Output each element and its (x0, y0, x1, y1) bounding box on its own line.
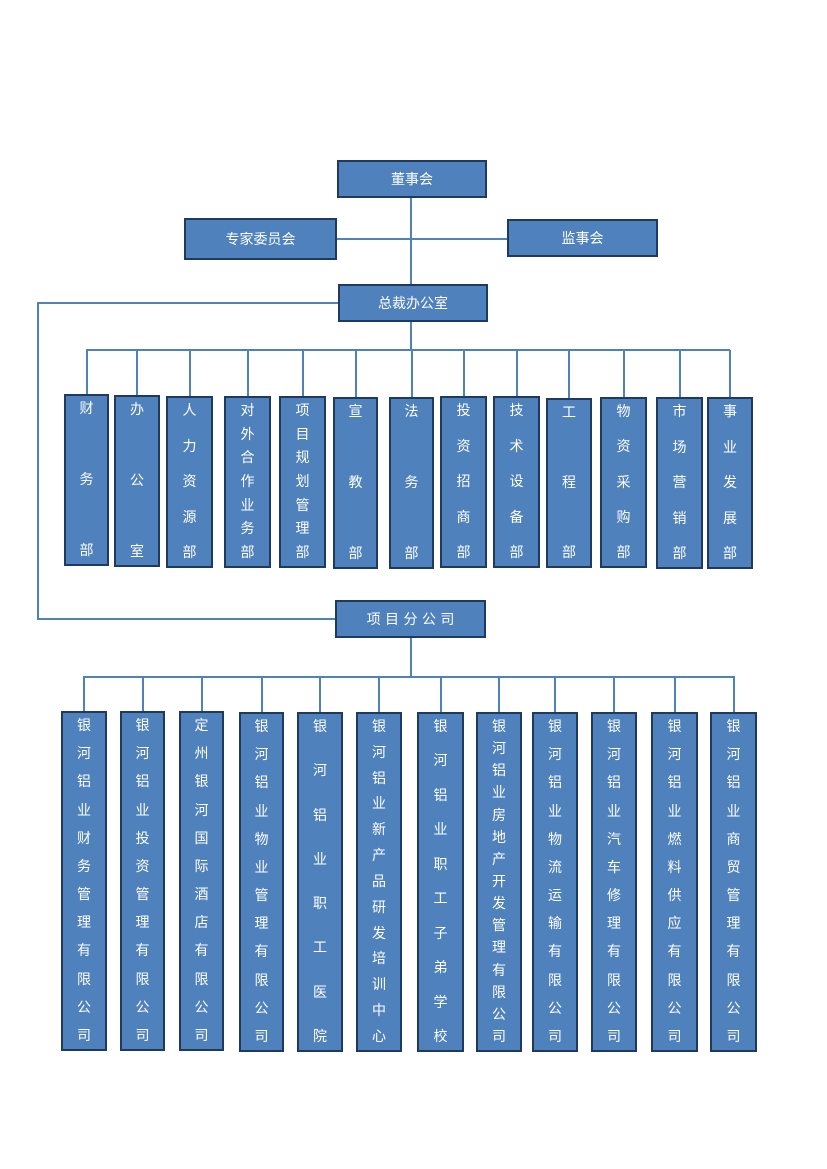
company-box-7: 银河铝业房地产开发管理有限公司 (476, 712, 522, 1052)
company-box-9: 银河铝业汽车修理有限公司 (591, 712, 637, 1052)
department-label: 事业发展部 (723, 404, 737, 562)
connector-office-down (410, 320, 412, 350)
company-label: 银河铝业投资管理有限公司 (135, 718, 150, 1044)
department-connector-12 (729, 350, 731, 399)
department-label: 项目规划管理部 (295, 403, 310, 561)
company-box-11: 银河铝业商贸管理有限公司 (710, 712, 757, 1052)
company-box-4: 银河铝业职工医院 (297, 712, 343, 1052)
company-connector-6 (440, 677, 442, 714)
department-connector-2 (189, 350, 191, 398)
company-label: 银河铝业燃料供应有限公司 (667, 719, 682, 1045)
department-box-10: 物资采购部 (600, 397, 647, 568)
department-connector-11 (679, 350, 681, 399)
department-connector-4 (302, 350, 304, 398)
expert-committee-label: 专家委员会 (225, 232, 296, 248)
department-box-8: 技术设备部 (493, 396, 540, 568)
department-box-6: 法务部 (389, 397, 434, 569)
company-box-0: 银河铝业财务管理有限公司 (61, 711, 107, 1051)
connector-left-loop-top (37, 302, 339, 304)
supervisory-board-box: 监事会 (507, 219, 658, 257)
connector-experts-supervisors (336, 238, 508, 240)
connector-left-loop-bottom (37, 618, 337, 620)
connector-board-trunk (410, 197, 412, 285)
company-connector-5 (378, 677, 380, 714)
company-connector-11 (733, 677, 735, 714)
department-connector-1 (136, 350, 138, 397)
company-label: 银河铝业房地产开发管理有限公司 (492, 719, 506, 1045)
department-box-2: 人力资源部 (166, 396, 213, 568)
company-connector-2 (201, 677, 203, 713)
connector-departments-bus (86, 349, 730, 351)
department-connector-7 (463, 350, 465, 398)
department-label: 投资招商部 (456, 403, 471, 561)
department-connector-10 (623, 350, 625, 399)
department-box-1: 办公室 (114, 395, 160, 567)
department-box-12: 事业发展部 (707, 397, 753, 569)
company-connector-4 (319, 677, 321, 714)
department-label: 工程部 (562, 405, 576, 561)
project-branch-box: 项 目 分 公 司 (335, 600, 486, 638)
department-label: 法务部 (404, 404, 419, 562)
company-box-1: 银河铝业投资管理有限公司 (120, 711, 165, 1051)
department-box-4: 项目规划管理部 (279, 396, 326, 568)
expert-committee-box: 专家委员会 (184, 218, 337, 260)
company-connector-8 (554, 677, 556, 714)
connector-branch-down (410, 637, 412, 677)
supervisory-board-label: 监事会 (561, 231, 604, 247)
department-connector-5 (355, 350, 357, 399)
department-box-9: 工程部 (546, 398, 592, 568)
department-box-7: 投资招商部 (440, 396, 487, 568)
company-box-10: 银河铝业燃料供应有限公司 (651, 712, 698, 1052)
president-office-label: 总裁办公室 (378, 296, 448, 312)
department-label: 市场营销部 (672, 404, 687, 562)
company-label: 银河铝业汽车修理有限公司 (607, 719, 621, 1045)
department-label: 物资采购部 (616, 404, 631, 561)
company-connector-1 (142, 677, 144, 713)
department-label: 人力资源部 (182, 403, 197, 561)
department-connector-6 (411, 350, 413, 399)
company-box-3: 银河铝业物业管理有限公司 (239, 712, 284, 1052)
board-of-directors-label: 董事会 (391, 172, 433, 188)
department-box-5: 宣教部 (333, 397, 378, 569)
department-label: 财务部 (79, 401, 94, 559)
board-of-directors-box: 董事会 (337, 160, 487, 198)
company-connector-3 (261, 677, 263, 714)
company-label: 银河铝业物流运输有限公司 (548, 719, 562, 1045)
department-connector-8 (516, 350, 518, 398)
company-connector-7 (498, 677, 500, 714)
company-box-6: 银河铝业职工子弟学校 (417, 712, 464, 1052)
department-box-11: 市场营销部 (656, 397, 703, 569)
department-connector-3 (247, 350, 249, 398)
president-office-box: 总裁办公室 (338, 284, 488, 322)
company-label: 定州银河国际酒店有限公司 (194, 718, 209, 1044)
company-label: 银河铝业职工子弟学校 (433, 719, 448, 1045)
project-branch-label: 项 目 分 公 司 (366, 612, 455, 628)
department-box-0: 财务部 (64, 394, 109, 566)
company-box-8: 银河铝业物流运输有限公司 (532, 712, 578, 1052)
connector-left-loop-side (37, 302, 39, 620)
company-connector-9 (613, 677, 615, 714)
department-label: 宣教部 (348, 404, 363, 562)
company-label: 银河铝业职工医院 (313, 719, 327, 1045)
department-label: 技术设备部 (509, 403, 524, 561)
company-label: 银河铝业新产品研发培训中心 (372, 719, 386, 1045)
connector-companies-bus (83, 676, 735, 678)
company-label: 银河铝业商贸管理有限公司 (726, 719, 741, 1045)
company-box-2: 定州银河国际酒店有限公司 (179, 711, 224, 1051)
department-label: 对外合作业务部 (240, 403, 255, 561)
department-label: 办公室 (130, 402, 144, 560)
company-label: 银河铝业物业管理有限公司 (254, 719, 269, 1045)
company-connector-10 (674, 677, 676, 714)
company-connector-0 (83, 677, 85, 713)
department-box-3: 对外合作业务部 (224, 396, 271, 568)
company-label: 银河铝业财务管理有限公司 (77, 718, 91, 1044)
department-connector-0 (86, 350, 88, 396)
company-box-5: 银河铝业新产品研发培训中心 (356, 712, 402, 1052)
department-connector-9 (568, 350, 570, 400)
